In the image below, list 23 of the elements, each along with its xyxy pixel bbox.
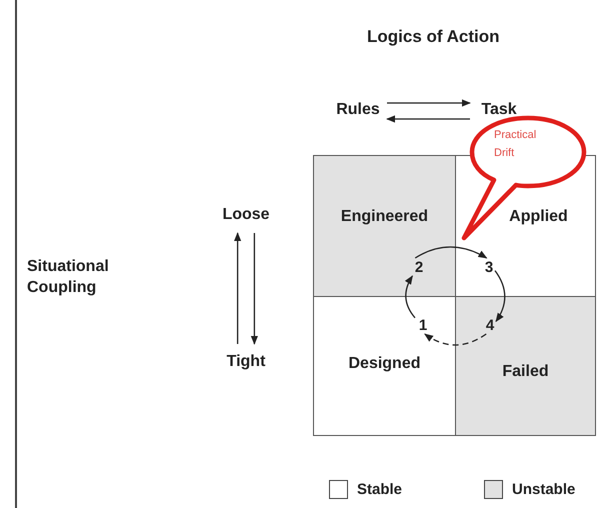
axis-label: Rules	[333, 100, 383, 120]
legend-label: Unstable	[512, 481, 576, 498]
step-number: 2	[412, 259, 426, 277]
arrow	[234, 232, 242, 344]
arrow	[494, 270, 506, 322]
axis-label: Tight	[218, 352, 274, 372]
axis-title: Situational Coupling	[27, 257, 110, 298]
arrow	[250, 233, 258, 345]
arrow	[386, 115, 470, 123]
axis-label: Loose	[218, 205, 274, 225]
legend-label: Stable	[357, 481, 402, 498]
arrow	[424, 333, 487, 346]
heading: Logics of Action	[367, 27, 500, 47]
axis-label: Task	[474, 100, 524, 120]
step-number: 4	[483, 317, 497, 335]
quadrant-cell: Failed 4	[455, 296, 596, 436]
arrow	[387, 99, 471, 107]
quadrant-cell: Designed 1	[313, 296, 456, 436]
arrow	[405, 275, 416, 318]
step-number: 1	[416, 317, 430, 335]
quadrant-cell: Engineered 2	[313, 155, 456, 297]
step-number: 3	[482, 259, 496, 277]
arrow	[414, 246, 488, 259]
